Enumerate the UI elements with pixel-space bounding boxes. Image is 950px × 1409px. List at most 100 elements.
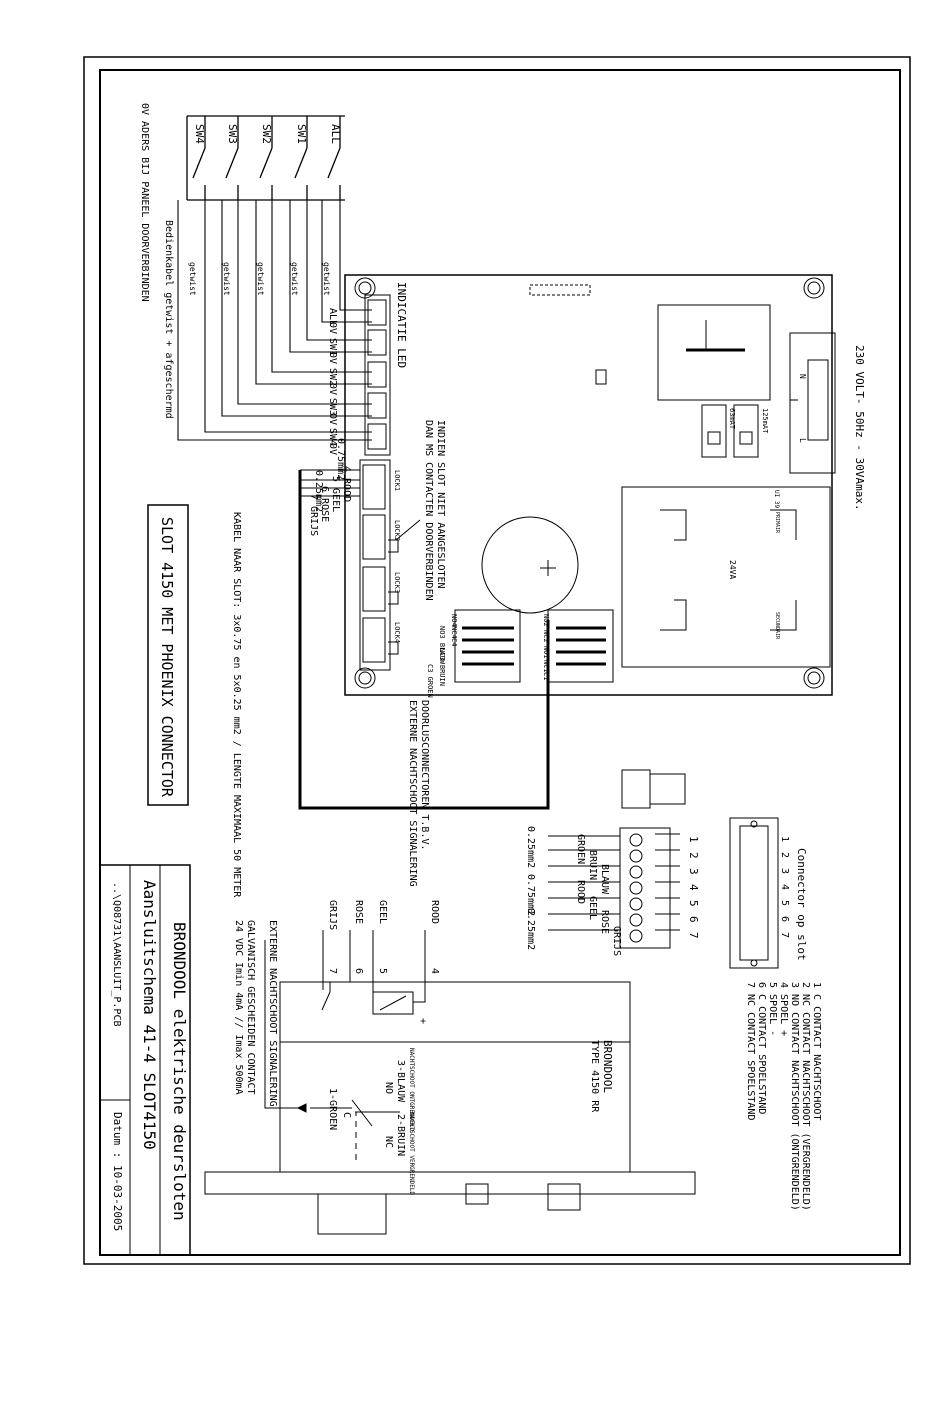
switch-common-note: 0V ADERS BIJ PANEEL DOORVERBINDEN [139,103,150,302]
svg-text:0V: 0V [327,322,338,334]
switch-bank [186,115,345,201]
led-wire-labels: ALL 0V SW1 0V SW2 0V SW3 0V SW4 0V [327,308,338,455]
svg-text:ROSE: ROSE [599,910,610,934]
svg-text:GROEN: GROEN [575,834,586,864]
svg-text:2 NC CONTACT NACHTSCHOOT (VERG: 2 NC CONTACT NACHTSCHOOT (VERGRENDELD) [800,982,811,1211]
svg-text:7 NC CONTACT SPOELSTAND: 7 NC CONTACT SPOELSTAND [745,982,756,1120]
svg-text:GEEL: GEEL [377,900,388,924]
svg-text:SW2: SW2 [327,368,338,386]
svg-text:NO2: NO2 [542,614,550,627]
svg-text:NC1: NC1 [542,660,550,673]
state-locked: NACHTSCHOOT VERGRENDELD [408,1112,415,1195]
svg-text:NC4: NC4 [450,626,458,639]
svg-text:6: 6 [353,968,364,974]
screw-terminal-plug [619,827,680,949]
svg-text:4: 4 [779,884,790,890]
svg-text:2: 2 [687,852,700,859]
switch-label-sw3: SW3 [226,124,239,144]
svg-text:GEEL: GEEL [587,896,598,920]
ext-signal-label: EXTERNE NACHTSCHOOT SIGNALERING [267,920,278,1107]
svg-text:getwist: getwist [222,262,231,296]
svg-text:LOCK4: LOCK4 [393,622,401,643]
transformer-rating: 24VA [728,560,737,579]
svg-text:4: 4 [687,884,700,891]
company-name: BRONDOOL elektrische deursloten [170,922,189,1221]
svg-text:7: 7 [687,932,700,939]
fuse-label-2: 63mAT [728,408,736,430]
fuse-label-1: 125mAT [761,408,769,434]
connector-pin-numbers: 1 2 3 4 5 6 7 [779,836,790,938]
svg-text:ROSE: ROSE [353,900,364,924]
svg-text:0.75mm2: 0.75mm2 [335,438,346,480]
main-title: SLOT 4150 MET PHOENIX CONNECTOR [147,504,189,806]
led-terminal-block [364,294,391,456]
svg-text:GRIJS: GRIJS [327,900,338,930]
round-component [481,516,579,614]
svg-text:SLOT 4150 MET PHOENIX CONNECTO: SLOT 4150 MET PHOENIX CONNECTOR [158,517,176,798]
pcb-board [344,274,833,696]
svg-text:NO1: NO1 [542,646,550,659]
svg-text:SW3: SW3 [327,398,338,416]
switch-label-sw2: SW2 [260,124,273,144]
lock-note-2: DAN MS CONTACTEN DOORVERBINDEN [423,420,434,601]
svg-text:BRUIN: BRUIN [587,850,598,880]
loop-title-1: DOORLUSCONNECTOREN T.B.V. [419,700,430,851]
lock-terminal-block [359,459,421,671]
connector-legend: 1 C CONTACT NACHTSCHOOT 2 NC CONTACT NAC… [745,982,822,1211]
svg-text:5: 5 [779,900,790,906]
svg-text:+: + [417,1018,428,1024]
connector-title: Connector op slot [795,848,808,961]
loop-connector-labels: NO2 NC2 NO1 NC1 C1 NO4 NC4 C4 NO3 BLAUW … [426,614,550,698]
svg-text:KABEL NAAR SLOT: 3x0.75 en 5x0: KABEL NAAR SLOT: 3x0.75 en 5x0.25 mm2 / … [231,512,242,898]
switch-label-sw4: SW4 [193,124,206,144]
mains-connector [789,332,836,474]
svg-text:1-GROEN: 1-GROEN [327,1088,338,1130]
lock-wire-numbers: 4 5 6 7 [327,968,440,974]
svg-text:getwist: getwist [256,262,265,296]
svg-text:0.25mm2: 0.25mm2 [525,908,536,950]
lock-note-1: INDIEN SLOT NIET AANGESLOTEN [435,420,446,589]
svg-text:SW1: SW1 [327,338,338,356]
svg-text:C: C [341,1112,352,1118]
svg-text:C4: C4 [450,638,458,646]
svg-text:6 C CONTACT SPOELSTAND: 6 C CONTACT SPOELSTAND [756,982,767,1114]
svg-text:0.75mm2: 0.75mm2 [525,874,536,916]
led-block-title: INDICATIE LED [395,282,408,368]
contact-labels: 3-BLAUW 2-BRUIN 1-GROEN NO NC C + [327,1018,428,1156]
svg-text:1: 1 [779,836,790,842]
svg-text:getwist: getwist [290,262,299,296]
svg-text:NC2: NC2 [542,630,550,643]
svg-text:7: 7 [327,968,338,974]
svg-text:1: 1 [687,836,700,843]
rating-label: 24 VDC Imin 4mA // Imax 500mA [233,920,244,1095]
loop-title-2: EXTERNE NACHTSCHOOT SIGNALERING [407,700,418,887]
svg-text:0V: 0V [327,443,338,455]
svg-text:4 ROOD: 4 ROOD [341,466,352,502]
file-path: ..\Q08731\AANSLUIT_P.PCB [111,882,122,1027]
lock-brand: BRONDOOL [601,1040,614,1093]
drawing-title: Aansluitschema 41-4 SLOT4150 [140,880,159,1150]
relay-block [657,304,771,401]
title-block: BRONDOOL elektrische deursloten Aansluit… [99,864,191,1256]
svg-text:C1: C1 [542,672,550,680]
svg-text:NO4: NO4 [450,614,458,627]
state-open: NACHTSCHOOT ONTGRENDELD [408,1048,415,1131]
svg-text:GRIJS: GRIJS [611,926,622,956]
svg-text:3-BLAUW: 3-BLAUW [395,1060,406,1103]
cable-note: Bedienkabel getwist + afgeschermd [163,220,174,419]
svg-text:ROOD: ROOD [429,900,440,924]
phoenix-plug [621,769,779,969]
svg-text:6: 6 [779,916,790,922]
svg-text:3: 3 [687,868,700,875]
svg-text:4 SPOEL +: 4 SPOEL + [778,982,789,1036]
svg-text:1 C CONTACT NACHTSCHOOT: 1 C CONTACT NACHTSCHOOT [811,982,822,1120]
drawing-frame [99,69,901,1256]
lock-cable-bundle [298,470,550,810]
svg-text:0V: 0V [327,383,338,395]
svg-text:2: 2 [779,852,790,858]
lock-type: TYPE 4150 RR [589,1040,600,1113]
fuses [701,404,759,458]
svg-text:LOCK1: LOCK1 [393,470,401,491]
transformer-primary: PRIMAIR [774,512,780,534]
